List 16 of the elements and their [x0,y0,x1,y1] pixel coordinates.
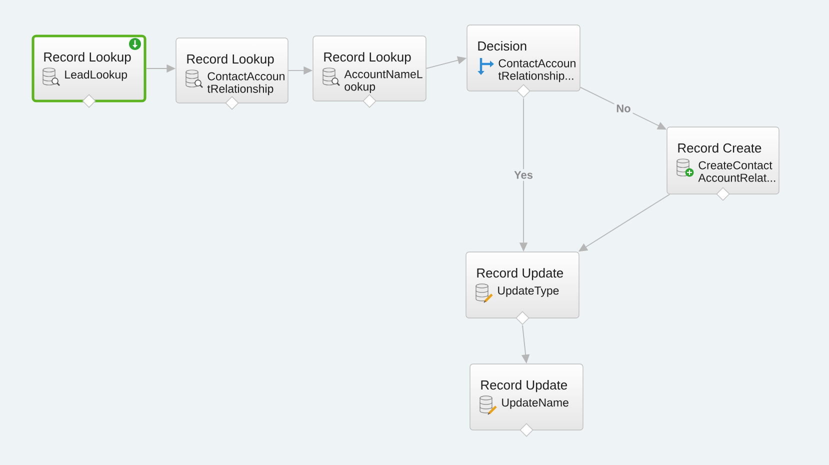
edge-label: No [614,102,633,114]
element-name: CreateContact AccountRelat... [698,161,776,182]
node-title: Record Create [678,143,762,153]
element-name: ContactAccoun tRelationship... [498,59,576,82]
element-name: UpdateType [498,286,559,297]
node-title: Record Update [481,380,568,392]
element-name: LeadLookup [65,70,128,81]
node-title: Record Update [477,268,564,280]
node-title: Record Lookup [187,54,274,66]
edge-label: Yes [512,169,535,181]
node-title: Decision [478,41,526,51]
node-title: Record Lookup [324,52,411,64]
element-name: ContactAccoun tRelationship [207,72,284,96]
element-name: AccountNameL ookup [344,70,422,93]
node-title: Record Lookup [44,52,131,64]
element-name: UpdateName [502,398,568,409]
